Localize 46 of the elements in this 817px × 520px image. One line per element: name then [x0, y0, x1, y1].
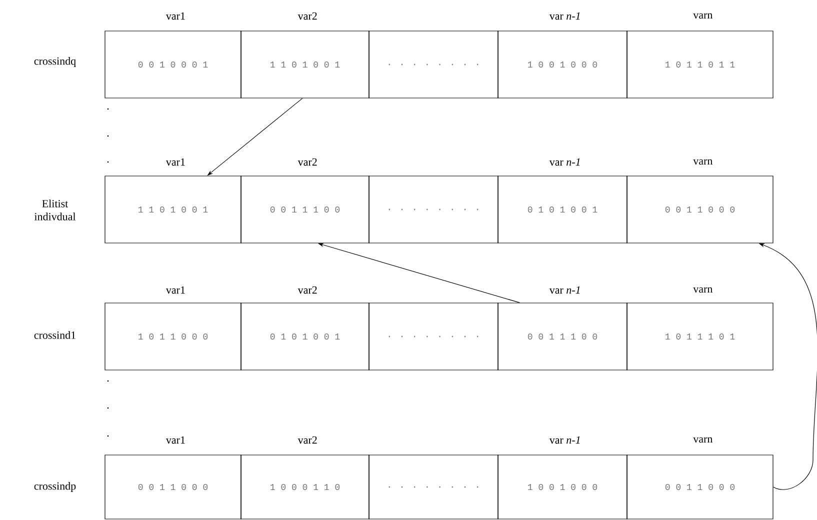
- bit-cell: 1 0 1 1 0 1 1: [626, 30, 774, 98]
- bit-cell: 1 0 0 0 1 1 0: [240, 454, 370, 520]
- bit-cell: 0 0 1 1 1 0 0: [498, 302, 628, 370]
- bit-cell: 0 0 1 1 0 0 0: [104, 454, 242, 520]
- bit-cell: 1 0 1 1 0 0 0: [104, 302, 242, 370]
- dot: .: [107, 407, 109, 409]
- bit-cell: 0 1 0 1 0 0 1: [240, 302, 370, 370]
- variable-label: varn: [693, 287, 713, 293]
- row-label: crossind1: [34, 331, 76, 339]
- row-label: crossindq: [34, 57, 76, 67]
- variable-label: var1: [166, 286, 185, 294]
- dot: .: [107, 380, 109, 382]
- variable-label: var n-1: [549, 12, 580, 20]
- variable-label: var n-1: [549, 158, 580, 166]
- variable-label: var2: [298, 12, 317, 20]
- dot: .: [107, 108, 109, 110]
- bit-cell: 0 0 1 1 1 0 0: [240, 176, 370, 244]
- row-label: crossindp: [34, 482, 76, 492]
- bit-cell: 1 1 0 1 0 0 1: [240, 30, 370, 98]
- bit-cell: . . . . . . . .: [368, 30, 498, 98]
- variable-label: var2: [298, 158, 317, 166]
- bit-cell: 0 0 1 1 0 0 0: [626, 454, 774, 520]
- variable-label: var1: [166, 158, 185, 166]
- bit-cell: . . . . . . . .: [368, 302, 498, 370]
- dot: .: [107, 435, 109, 437]
- variable-label: var2: [298, 436, 317, 444]
- variable-label: varn: [693, 159, 713, 165]
- bit-cell: 0 1 0 1 0 0 1: [498, 176, 628, 244]
- variable-label: var2: [298, 286, 317, 294]
- variable-label: var n-1: [549, 436, 580, 444]
- bit-cell: 0 0 1 0 0 0 1: [104, 30, 242, 98]
- bit-cell: 0 0 1 1 0 0 0: [626, 176, 774, 244]
- variable-label: var n-1: [549, 286, 580, 294]
- row-label: Elitist indivdual: [34, 200, 76, 220]
- variable-label: varn: [693, 13, 713, 19]
- dot: .: [107, 161, 109, 163]
- bit-cell: 1 0 0 1 0 0 0: [498, 454, 628, 520]
- variable-label: var1: [166, 12, 185, 20]
- bit-cell: 1 0 0 1 0 0 0: [498, 30, 628, 98]
- variable-label: varn: [693, 437, 713, 443]
- bit-cell: . . . . . . . .: [368, 176, 498, 244]
- bit-cell: 1 1 0 1 0 0 1: [104, 176, 242, 244]
- bit-cell: . . . . . . . .: [368, 454, 498, 520]
- dot: .: [107, 135, 109, 137]
- variable-label: var1: [166, 436, 185, 444]
- bit-cell: 1 0 1 1 1 0 1: [626, 302, 774, 370]
